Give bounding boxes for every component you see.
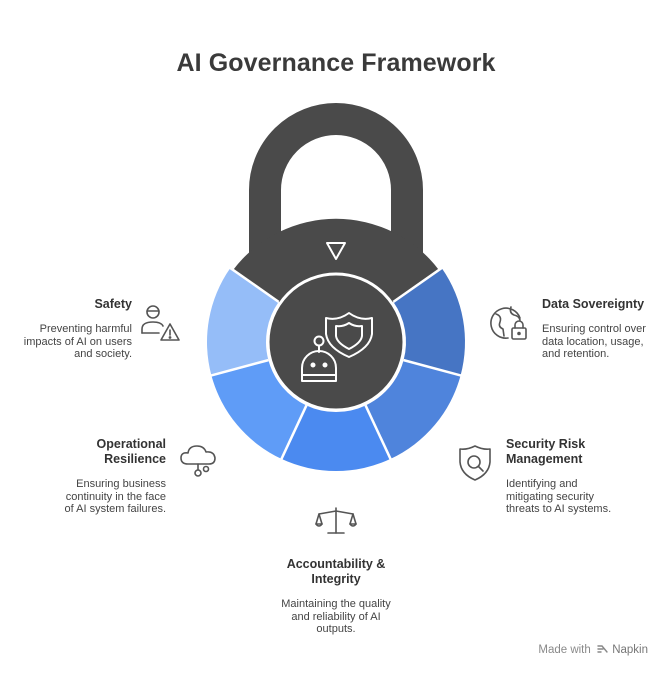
napkin-brand: Napkin (612, 644, 648, 656)
data-sovereignty-block: Data Sovereignty Ensuring control over d… (542, 297, 670, 361)
person-warning-icon (141, 305, 180, 341)
operational-resilience-block: Operational Resilience Ensuring business… (16, 437, 166, 516)
security-risk-heading: Security Risk Management (506, 437, 586, 466)
safety-description: Preventing harmful impacts of AI on user… (23, 323, 132, 360)
segment-safety (206, 268, 279, 376)
data-sovereignty-description: Ensuring control over data location, usa… (542, 323, 646, 360)
page-title: AI Governance Framework (176, 49, 496, 77)
safety-heading: Safety (94, 297, 132, 311)
segment-data-sovereignty (393, 268, 465, 376)
segment-divider (279, 404, 308, 461)
security-risk-block: Security Risk Management Identifying and… (506, 437, 656, 516)
accountability-description: Maintaining the quality and reliability … (281, 598, 391, 635)
segment-security-risk (365, 360, 461, 459)
scales-icon (315, 507, 357, 534)
accountability-block: Accountability & Integrity Maintaining t… (256, 557, 416, 636)
accountability-heading: Accountability & Integrity (286, 557, 386, 586)
lock-core (266, 272, 406, 412)
segment-divider (403, 358, 462, 377)
triangle-down-icon (326, 242, 346, 260)
napkin-logo-icon (597, 645, 608, 653)
footer-attribution[interactable]: Made with Napkin (538, 644, 648, 656)
operational-resilience-heading: Operational Resilience (96, 437, 166, 466)
segment-operational-resilience (211, 360, 307, 459)
shield-search-icon (459, 445, 491, 481)
data-sovereignty-heading: Data Sovereignty (542, 297, 645, 311)
segment-divider (392, 266, 444, 303)
globe-lock-icon (490, 306, 527, 340)
shield-icon (325, 312, 373, 358)
robot-icon (301, 335, 337, 382)
security-risk-description: Identifying and mitigating security thre… (506, 478, 612, 515)
lock-shackle (249, 103, 423, 265)
segment-divider (364, 404, 393, 461)
segment-divider (228, 266, 280, 303)
segment-divider (210, 358, 269, 377)
safety-block: Safety Preventing harmful impacts of AI … (2, 297, 132, 361)
operational-resilience-description: Ensuring business continuity in the face… (64, 478, 166, 515)
made-with-label: Made with (538, 644, 591, 656)
segment-accountability (281, 405, 391, 471)
cloud-bug-icon (180, 445, 216, 477)
